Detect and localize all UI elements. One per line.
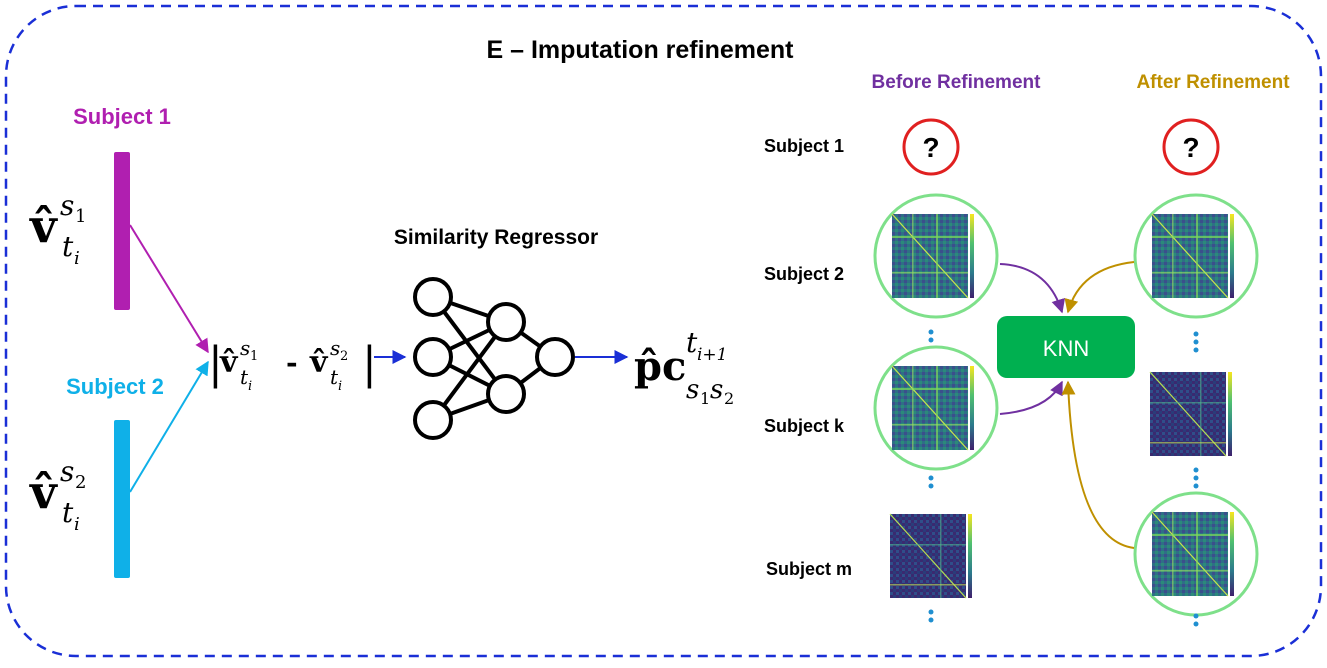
svg-text:KNN: KNN	[1043, 336, 1089, 361]
subject1-vector-bar	[114, 152, 130, 310]
svg-text:|: |	[208, 338, 223, 389]
arrow-subject1-to-difference	[129, 224, 209, 354]
subject2-vector-bar	[114, 420, 130, 578]
arrow-subject2-to-difference	[129, 360, 209, 493]
arrow-before-subject2-to-knn	[999, 263, 1066, 314]
difference-expression: | v̂ s 1 t i - v̂ s 2 t i |	[208, 336, 377, 394]
row-label-subject-1: Subject 1	[764, 136, 844, 156]
svg-text:2: 2	[340, 349, 348, 364]
svg-text:s: s	[60, 189, 74, 222]
v-hat-s1-symbol: v̂ s 1 t i	[29, 189, 86, 269]
svg-text:1: 1	[250, 349, 258, 364]
svg-text:?: ?	[922, 132, 939, 163]
svg-text:i: i	[338, 379, 342, 394]
ellipsis-dots	[928, 329, 1199, 627]
svg-text:s: s	[710, 375, 723, 405]
row-label-subject-m: Subject m	[766, 559, 852, 579]
svg-text:2: 2	[724, 389, 734, 408]
svg-text:s: s	[686, 375, 699, 405]
diagram-title: E – Imputation refinement	[487, 36, 795, 64]
heatmap-after-subject-m	[1133, 491, 1259, 617]
arrow-after-subject2-to-knn	[1064, 261, 1135, 314]
svg-text:1: 1	[700, 389, 710, 408]
svg-text:v̂: v̂	[219, 345, 239, 380]
svg-text:1: 1	[75, 206, 86, 227]
svg-text:t: t	[686, 326, 698, 359]
knn-box: KNN	[997, 316, 1135, 378]
after-refinement-label: After Refinement	[1136, 72, 1290, 93]
svg-text:i: i	[248, 379, 252, 394]
svg-text:t: t	[62, 230, 74, 263]
svg-text:t: t	[330, 365, 339, 389]
heatmap-after-subject-2	[1133, 193, 1259, 319]
svg-text:2: 2	[75, 472, 86, 493]
svg-text:v̂: v̂	[309, 345, 329, 380]
unknown-before-icon: ?	[902, 118, 960, 176]
output-pc-hat-symbol: p̂c t i+1 s 1 s 2	[634, 326, 734, 408]
svg-text:i+1: i+1	[697, 345, 728, 365]
svg-text:s: s	[330, 336, 340, 360]
neural-network-icon	[413, 277, 575, 440]
svg-text:i: i	[74, 514, 80, 535]
unknown-after-icon: ?	[1162, 118, 1220, 176]
svg-text:t: t	[240, 365, 249, 389]
row-label-subject-k: Subject k	[764, 416, 845, 436]
arrow-before-subjectk-to-knn	[999, 380, 1063, 415]
svg-text:|: |	[362, 338, 377, 389]
subject2-label: Subject 2	[66, 374, 164, 399]
similarity-regressor-label: Similarity Regressor	[394, 226, 598, 249]
svg-text:t: t	[62, 496, 74, 529]
heatmap-before-subject-k	[873, 345, 999, 471]
svg-text:i: i	[74, 248, 80, 269]
svg-text:p̂c: p̂c	[634, 343, 686, 390]
svg-text:-: -	[286, 346, 298, 379]
v-hat-s2-symbol: v̂ s 2 t i	[29, 455, 86, 535]
svg-text:v̂: v̂	[29, 465, 58, 519]
svg-text:v̂: v̂	[29, 199, 58, 253]
row-label-subject-2: Subject 2	[764, 264, 844, 284]
subject1-label: Subject 1	[73, 104, 171, 129]
arrow-after-subjectm-to-knn	[1061, 380, 1135, 549]
svg-text:s: s	[240, 336, 250, 360]
svg-text:?: ?	[1182, 132, 1199, 163]
dashed-frame	[4, 4, 1323, 658]
heatmap-after-subject-k	[1149, 371, 1233, 457]
heatmap-before-subject-m	[889, 513, 973, 599]
heatmap-before-subject-2	[873, 193, 999, 319]
before-refinement-label: Before Refinement	[872, 72, 1042, 93]
svg-text:s: s	[60, 455, 74, 488]
